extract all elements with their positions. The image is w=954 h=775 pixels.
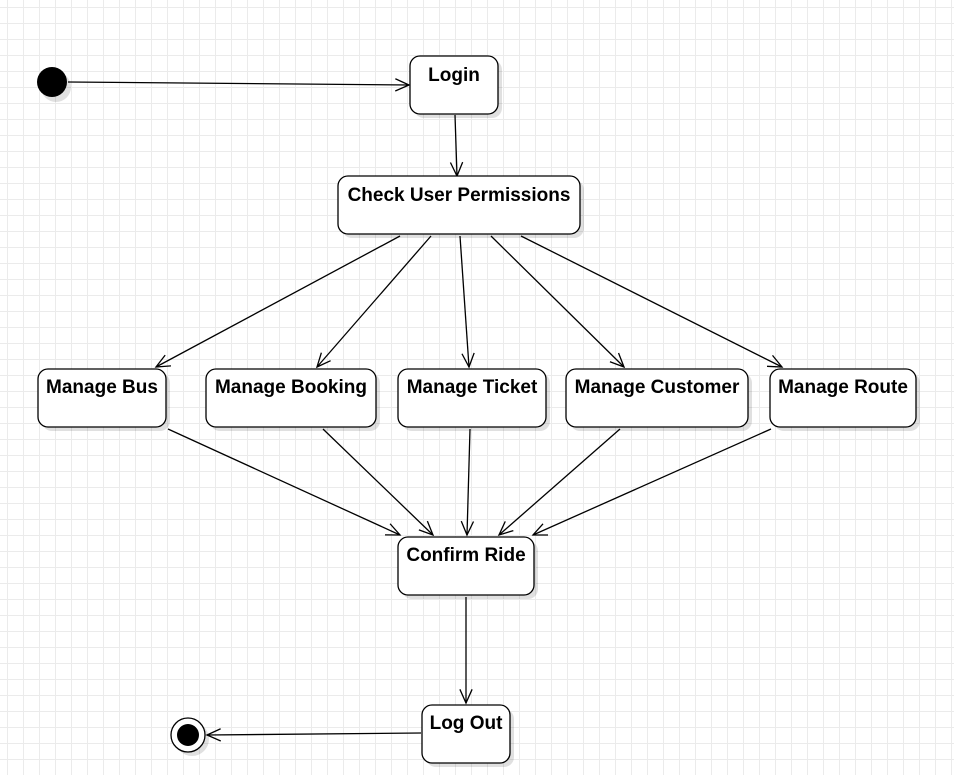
edge-ticket-to-confirm <box>460 428 475 537</box>
edge-check-to-customer <box>490 235 626 369</box>
arrowhead <box>609 352 626 369</box>
edge-booking-to-confirm <box>322 428 435 537</box>
arrowhead <box>384 523 402 536</box>
activity-log-out: Log Out <box>421 704 514 767</box>
activity-label-check-permissions: Check User Permissions <box>348 185 571 206</box>
arrowhead <box>461 352 475 369</box>
edge-logout-to-end <box>205 728 422 742</box>
nodes-layer: Login Check User Permissions Manage Bus … <box>37 55 920 767</box>
activity-label-manage-route: Manage Route <box>778 377 908 398</box>
activity-label-log-out: Log Out <box>430 713 503 734</box>
activity-label-manage-ticket: Manage Ticket <box>407 377 538 398</box>
activity-manage-bus: Manage Bus <box>37 368 170 431</box>
edge-line <box>490 235 625 368</box>
edge-line <box>316 235 432 368</box>
edge-line <box>67 81 410 86</box>
activity-manage-route: Manage Route <box>769 368 920 431</box>
edge-check-to-booking <box>315 235 432 369</box>
activity-manage-customer: Manage Customer <box>565 368 752 431</box>
arrowhead <box>315 352 331 369</box>
edges-layer <box>67 78 784 742</box>
arrowhead <box>205 728 222 742</box>
edge-login-to-check <box>449 114 464 178</box>
edge-line <box>206 732 422 736</box>
activity-confirm-ride: Confirm Ride <box>397 536 538 599</box>
edge-bus-to-confirm <box>167 428 402 536</box>
activity-label-manage-customer: Manage Customer <box>575 377 740 398</box>
edge-check-to-bus <box>154 235 401 368</box>
initial-node <box>37 67 71 102</box>
edge-route-to-confirm <box>531 428 772 536</box>
edge-line <box>498 428 621 536</box>
edge-line <box>459 235 470 368</box>
activity-check-permissions: Check User Permissions <box>337 175 584 238</box>
edge-line <box>532 428 772 536</box>
edge-line <box>520 235 783 368</box>
arrowhead <box>531 523 549 536</box>
edge-line <box>167 428 401 536</box>
edge-check-to-ticket <box>459 235 475 369</box>
edge-start-to-login <box>67 78 411 92</box>
activity-label-login: Login <box>428 65 480 86</box>
arrowhead <box>497 521 514 537</box>
arrowhead <box>459 689 473 705</box>
arrowhead <box>394 78 411 92</box>
activity-label-manage-bus: Manage Bus <box>46 377 158 398</box>
final-node <box>170 717 209 756</box>
edge-customer-to-confirm <box>497 428 621 537</box>
activity-label-confirm-ride: Confirm Ride <box>406 545 525 566</box>
arrowhead <box>766 354 784 368</box>
edge-line <box>466 428 471 536</box>
arrowhead <box>154 354 172 368</box>
edge-line <box>322 428 434 536</box>
activity-label-manage-booking: Manage Booking <box>215 377 367 398</box>
activity-manage-ticket: Manage Ticket <box>397 368 550 431</box>
arrowhead <box>460 520 475 537</box>
activity-login: Login <box>409 55 502 118</box>
edge-check-to-route <box>520 235 784 368</box>
edge-confirm-to-logout <box>459 597 473 705</box>
edge-line <box>155 235 401 368</box>
arrowhead <box>418 520 435 537</box>
edge-line <box>454 114 458 177</box>
activity-manage-booking: Manage Booking <box>205 368 380 431</box>
